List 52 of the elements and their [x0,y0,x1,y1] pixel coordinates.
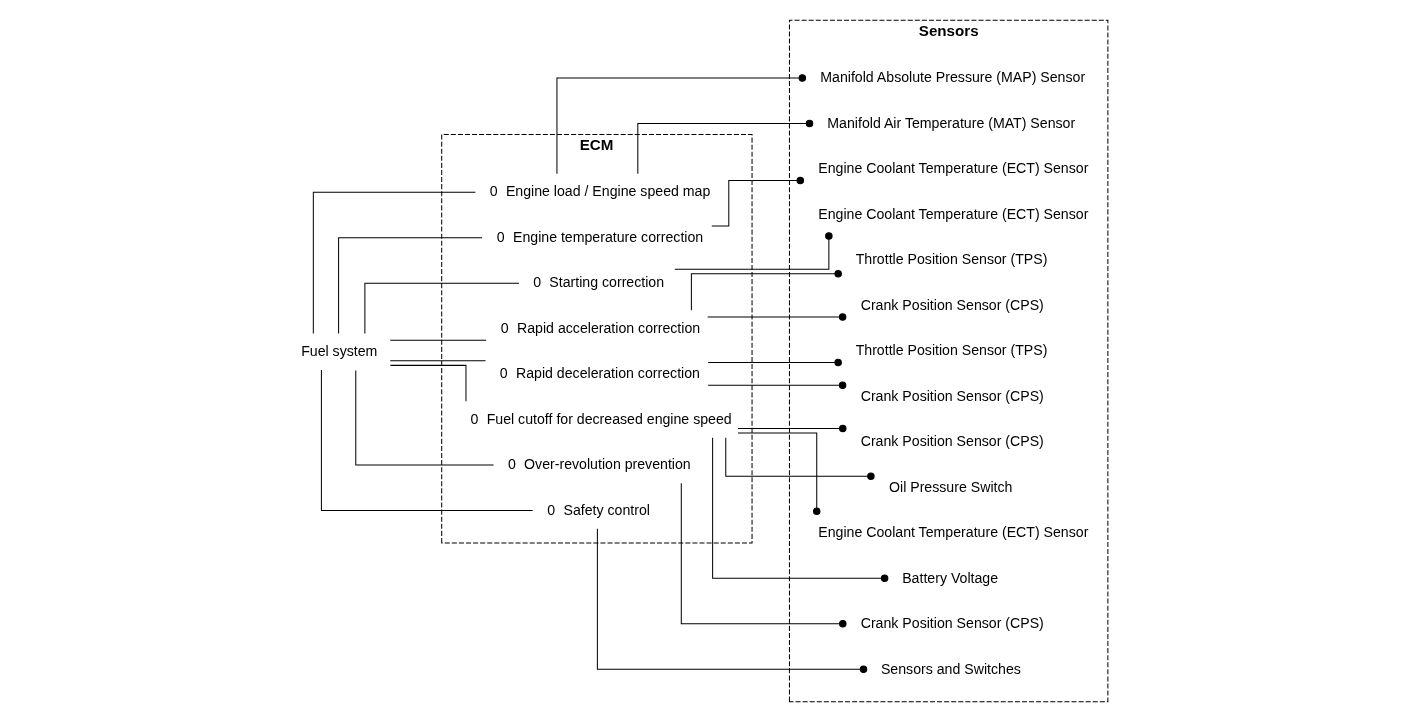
node-text: Manifold Air Temperature (MAT) Sensor [827,114,1076,131]
connector [674,232,833,270]
node-text: Engine Coolant Temperature (ECT) Sensor [818,524,1089,541]
node-label: 0 [496,228,505,245]
connector [712,437,889,583]
node-text: Crank Position Sensor (CPS) [860,615,1044,632]
node-text: Oil Pressure Switch [889,478,1013,495]
connector [737,424,847,433]
connector [389,364,467,402]
node-text: Engine Coolant Temperature (ECT) Sensor [818,205,1089,222]
node-text: Sensors and Switches [880,660,1021,677]
connector [355,370,495,466]
node-text: Fuel system [301,343,378,360]
node-text: Engine load / Engine speed map [505,183,711,200]
node-text: Starting correction [549,274,665,291]
node-text: Crank Position Sensor (CPS) [860,296,1044,313]
connector [364,282,520,334]
node-label: 0 [489,183,498,200]
connector [690,270,842,311]
connector [725,437,875,480]
node-text: Throttle Position Sensor (TPS) [855,342,1048,359]
node-text: Throttle Position Sensor (TPS) [855,251,1048,268]
connector [707,358,842,367]
connector [338,237,483,335]
node-text: Rapid deceleration correction [516,365,700,382]
connector [389,360,487,362]
node-text: Engine Coolant Temperature (ECT) Sensor [818,160,1089,177]
node-text: Fuel cutoff for decreased engine speed [486,410,732,427]
node-label: 0 [470,410,479,427]
connector [556,74,807,175]
connector [680,482,847,628]
node-text: Manifold Absolute Pressure (MAP) Sensor [820,69,1086,86]
connector [637,119,814,175]
connector [707,381,847,389]
node-label: 0 [533,274,542,291]
connector [707,313,847,321]
node-text: Rapid acceleration correction [517,319,701,336]
connector [389,339,487,341]
node-label: 0 [547,501,556,518]
node-label: 0 [507,456,516,473]
node-text: Crank Position Sensor (CPS) [860,387,1044,404]
node-text: Battery Voltage [902,569,999,586]
node-label: 0 [499,365,508,382]
connector [312,191,476,335]
node-label: 0 [500,319,509,336]
node-text: Engine temperature correction [512,228,704,245]
node-text: Safety control [563,501,650,518]
connector [596,528,868,674]
connector [320,369,534,512]
node-text: Crank Position Sensor (CPS) [860,433,1044,450]
node-text: Over-revolution prevention [524,456,691,473]
connector [737,432,821,516]
